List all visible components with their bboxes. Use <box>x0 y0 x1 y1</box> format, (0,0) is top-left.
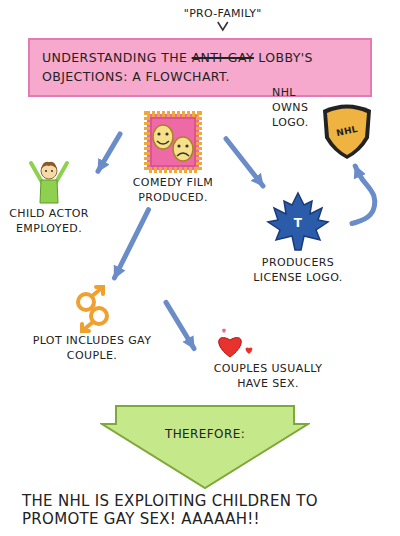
gay-couple-symbol <box>78 287 107 331</box>
nhl-shield-logo <box>323 105 371 160</box>
process-node: PRODUCERS LICENSE LOGO. <box>248 190 348 286</box>
annotation-text: "PRO-FAMILY" <box>184 7 262 20</box>
arrow-shape <box>100 404 310 490</box>
node-text: THEREFORE: <box>100 426 310 442</box>
node-text: CHILD ACTOR EMPLOYED. <box>4 207 94 237</box>
title-text: UNDERSTANDING THE <box>42 50 187 65</box>
title-box: UNDERSTANDING THEANTI-GAYLOBBY'S OBJECTI… <box>28 38 372 97</box>
heart-icon <box>219 329 253 357</box>
flow-arrow <box>352 166 375 223</box>
node-text: NHL OWNS LOGO. <box>272 86 328 131</box>
conclusion-arrow: THEREFORE: <box>100 404 310 490</box>
process-node: COUPLES USUALLY HAVE SEX. <box>198 330 338 392</box>
arrow-outline <box>102 406 308 488</box>
insert-caret <box>218 22 228 30</box>
flow-arrow <box>226 139 263 186</box>
process-node: NHL OWNS LOGO. <box>272 86 376 162</box>
node-text: COUPLES USUALLY HAVE SEX. <box>198 362 338 392</box>
maple-leaf-logo <box>268 193 328 250</box>
flow-arrow <box>114 210 148 278</box>
flow-arrow <box>166 302 194 348</box>
node-text: COMEDY FILM PRODUCED. <box>124 176 222 206</box>
comedy-masks-icon <box>147 114 199 170</box>
process-node: PLOT INCLUDES GAY COUPLE. <box>22 282 162 364</box>
node-text: PLOT INCLUDES GAY COUPLE. <box>22 334 162 364</box>
logo-text: T <box>294 216 303 230</box>
flow-arrow <box>98 134 120 171</box>
child-figure <box>31 162 67 203</box>
node-text: PRODUCERS LICENSE LOGO. <box>248 256 348 286</box>
conclusion-text: THE NHL IS EXPLOITING CHILDREN TO PROMOT… <box>22 492 378 528</box>
process-node: CHILD ACTOR EMPLOYED. <box>4 155 94 237</box>
process-node: COMEDY FILM PRODUCED. <box>124 110 222 206</box>
title-text: ANTI-GAY <box>192 50 254 65</box>
